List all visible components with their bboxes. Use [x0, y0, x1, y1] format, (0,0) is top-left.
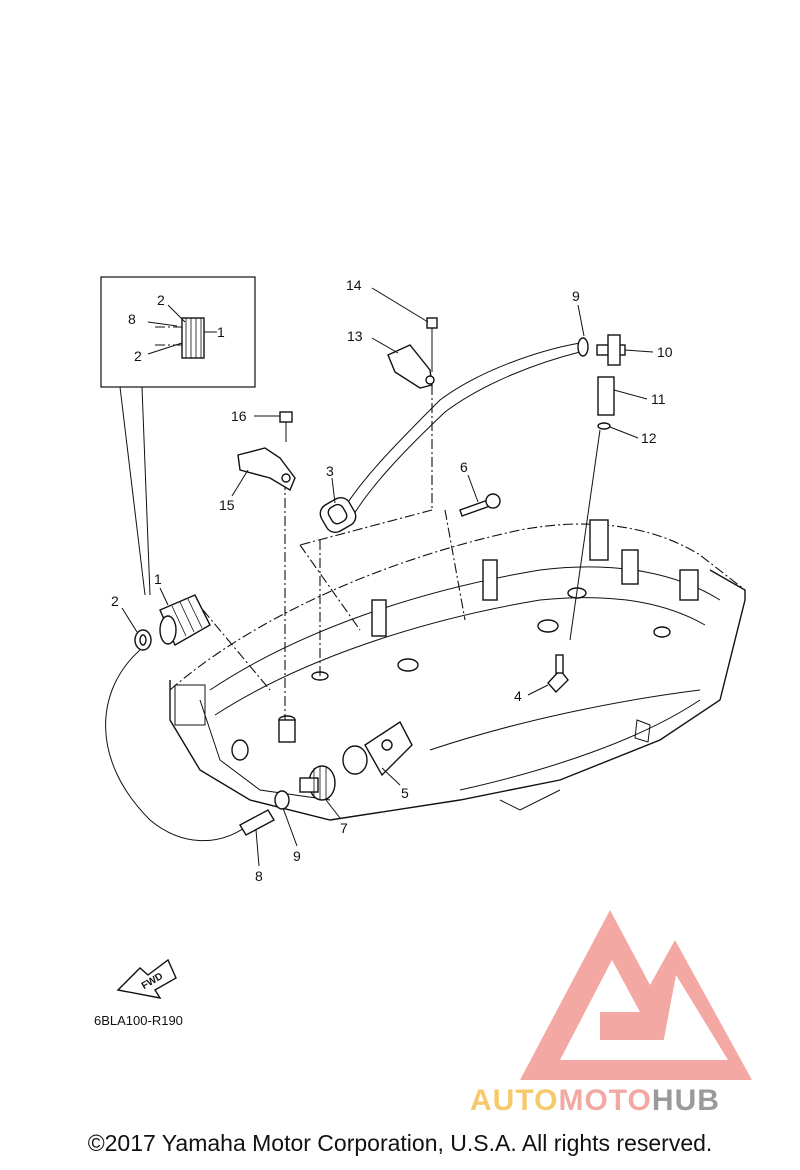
part-6-screw-icon: [459, 493, 501, 517]
copyright-notice: ©2017 Yamaha Motor Corporation, U.S.A. A…: [87, 1130, 713, 1156]
part-12-clip-icon: [597, 422, 611, 430]
part-13-clamp-icon: [387, 344, 435, 389]
callout-3: 3: [326, 463, 334, 479]
drawing-code: 6BLA100-R190: [94, 1013, 183, 1028]
part-2-clip-icon: [134, 629, 152, 651]
callout-15: 15: [219, 497, 235, 513]
part-4-nipple-icon: [547, 654, 569, 694]
part-14-bolt-icon: [426, 317, 438, 372]
watermark-brand: AUTOMOTOHUB: [470, 1084, 720, 1118]
part-1-grommet-icon: [159, 594, 211, 646]
part-16-bolt-icon: [279, 411, 293, 442]
callout-9-lower: 9: [293, 848, 301, 864]
part-11-hose-icon: [597, 376, 615, 416]
brand-hub: HUB: [651, 1084, 720, 1117]
callout-4: 4: [514, 688, 522, 704]
callout-10: 10: [657, 344, 673, 360]
part-9-clip-icon: [274, 337, 589, 810]
part-3-grommet-icon: [319, 496, 357, 534]
fwd-arrow-icon: FWD: [116, 958, 177, 999]
brand-auto: AUTO: [470, 1084, 559, 1117]
part-15-bracket-icon: [237, 447, 296, 492]
watermark-logo-icon: [520, 910, 752, 1080]
callout-12: 12: [641, 430, 657, 446]
callout-14: 14: [346, 277, 362, 293]
inset-callout-8: 8: [128, 311, 136, 327]
inset-detail-box: [100, 276, 256, 596]
callout-7: 7: [340, 820, 348, 836]
part-5-grommet-icon: [342, 720, 413, 777]
callout-2: 2: [111, 593, 119, 609]
callout-13: 13: [347, 328, 363, 344]
callout-16: 16: [231, 408, 247, 424]
callout-5: 5: [401, 785, 409, 801]
inset-callout-1: 1: [217, 324, 225, 340]
part-7-cap-icon: [299, 765, 336, 801]
hose-lines: [105, 342, 601, 842]
brand-moto: MOTO: [558, 1084, 652, 1117]
inset-callout-2-top: 2: [157, 292, 165, 308]
part-8-hose-icon: [239, 809, 275, 836]
bottom-cowling: [169, 519, 746, 821]
callout-9-upper: 9: [572, 288, 580, 304]
callout-11: 11: [651, 391, 666, 407]
part-10-joint-icon: [596, 334, 626, 366]
leader-lines: [121, 287, 654, 867]
callout-8: 8: [255, 868, 263, 884]
callout-6: 6: [460, 459, 468, 475]
inset-callout-2-bottom: 2: [134, 348, 142, 364]
callout-1: 1: [154, 571, 162, 587]
callouts: 1 2 3 4 5 6 7 8 9 9 10 11 12 13 14 15 16…: [111, 277, 673, 884]
